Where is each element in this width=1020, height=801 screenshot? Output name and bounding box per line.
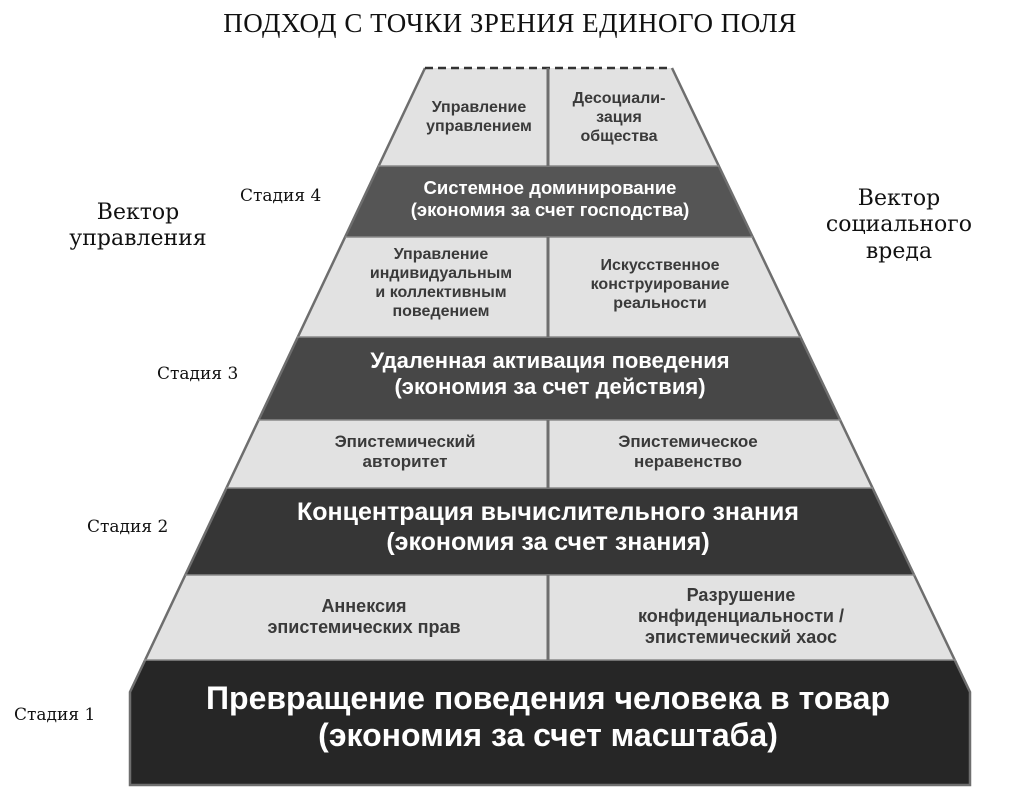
- cell-line: неравенство: [634, 452, 742, 472]
- cell-line: Эпистемический: [334, 432, 476, 451]
- cell-line: эпистемический хаос: [644, 627, 838, 648]
- cell-stage-1-right: Разрушение конфиденциальности / эпистеми…: [638, 585, 844, 649]
- cell-line: Искусственное: [600, 257, 720, 274]
- cell-stage-2-left: Эпистемический авторитет: [335, 432, 476, 472]
- cell-line: общества: [580, 127, 658, 145]
- cell-stage-1-left: Аннексия эпистемических прав: [267, 596, 460, 638]
- stage-1-title: Превращение поведения человека в товар: [206, 680, 890, 716]
- vector-line: социального: [825, 212, 973, 238]
- band-stage-4: [345, 166, 753, 237]
- stage-2-subtitle: (экономия за счет знания): [386, 527, 710, 556]
- stage-4-subtitle: (экономия за счет господства): [410, 198, 690, 220]
- cell-stage-3-right: Искусственное конструирование реальности: [591, 257, 730, 314]
- cell-line: Управление: [393, 246, 489, 263]
- stage-2-title: Концентрация вычислительного знания: [296, 498, 800, 526]
- vector-line: управления: [69, 226, 207, 252]
- stage-3-subtitle: (экономия за счет действия): [394, 373, 706, 399]
- stage-3-band-text: Удаленная активация поведения (экономия …: [370, 348, 729, 400]
- cell-line: Десоциали-: [572, 90, 666, 107]
- cell-line: Эпистемическое: [618, 432, 758, 451]
- left-vector-label: Вектор управления: [69, 200, 206, 253]
- cell-stage-2-right: Эпистемическое неравенство: [618, 432, 758, 472]
- stage-1-band-text: Превращение поведения человека в товар (…: [206, 680, 890, 754]
- stage-2-label: Стадия 2: [87, 517, 169, 537]
- band-stage-1: [130, 660, 970, 785]
- cell-line: эпистемических прав: [267, 617, 461, 638]
- stage-3-label: Стадия 3: [157, 364, 239, 384]
- cell-line: конфиденциальности /: [638, 606, 844, 627]
- cell-line: и коллективным: [375, 283, 507, 301]
- cell-line: Аннексия: [321, 596, 407, 616]
- stage-4-label: Стадия 4: [240, 186, 322, 206]
- cell-stage-4-left: Управление управлением: [426, 99, 532, 137]
- stage-4-title: Системное доминирование: [423, 177, 677, 198]
- stage-4-band-text: Системное доминирование (экономия за сче…: [411, 177, 690, 221]
- right-vector-label: Вектор социального вреда: [826, 186, 972, 265]
- cell-stage-4-right: Десоциали- зация общества: [573, 90, 666, 147]
- vector-line: Вектор: [96, 200, 180, 225]
- cell-line: конструирование: [590, 275, 730, 293]
- cell-line: поведением: [392, 302, 490, 320]
- cell-line: зация: [596, 108, 642, 126]
- cell-line: авторитет: [362, 452, 448, 472]
- band-stage-3: [258, 337, 841, 420]
- vector-line: вреда: [865, 238, 933, 264]
- row-stage-1-cells: [144, 575, 956, 660]
- cell-line: Управление: [431, 99, 527, 116]
- stage-2-band-text: Концентрация вычислительного знания (эко…: [297, 498, 799, 557]
- band-stage-2: [185, 488, 915, 575]
- stage-1-subtitle: (экономия за счет масштаба): [318, 716, 778, 753]
- cell-stage-3-left: Управление индивидуальным и коллективным…: [370, 246, 512, 322]
- cell-line: управлением: [426, 117, 532, 135]
- cell-line: реальности: [613, 294, 707, 312]
- stage-1-label: Стадия 1: [14, 705, 96, 725]
- vector-line: Вектор: [857, 186, 941, 211]
- cell-line: индивидуальным: [369, 264, 513, 282]
- stage-3-title: Удаленная активация поведения: [370, 348, 730, 373]
- diagram-title: ПОДХОД С ТОЧКИ ЗРЕНИЯ ЕДИНОГО ПОЛЯ: [223, 8, 797, 38]
- cell-line: Разрушение: [686, 585, 796, 605]
